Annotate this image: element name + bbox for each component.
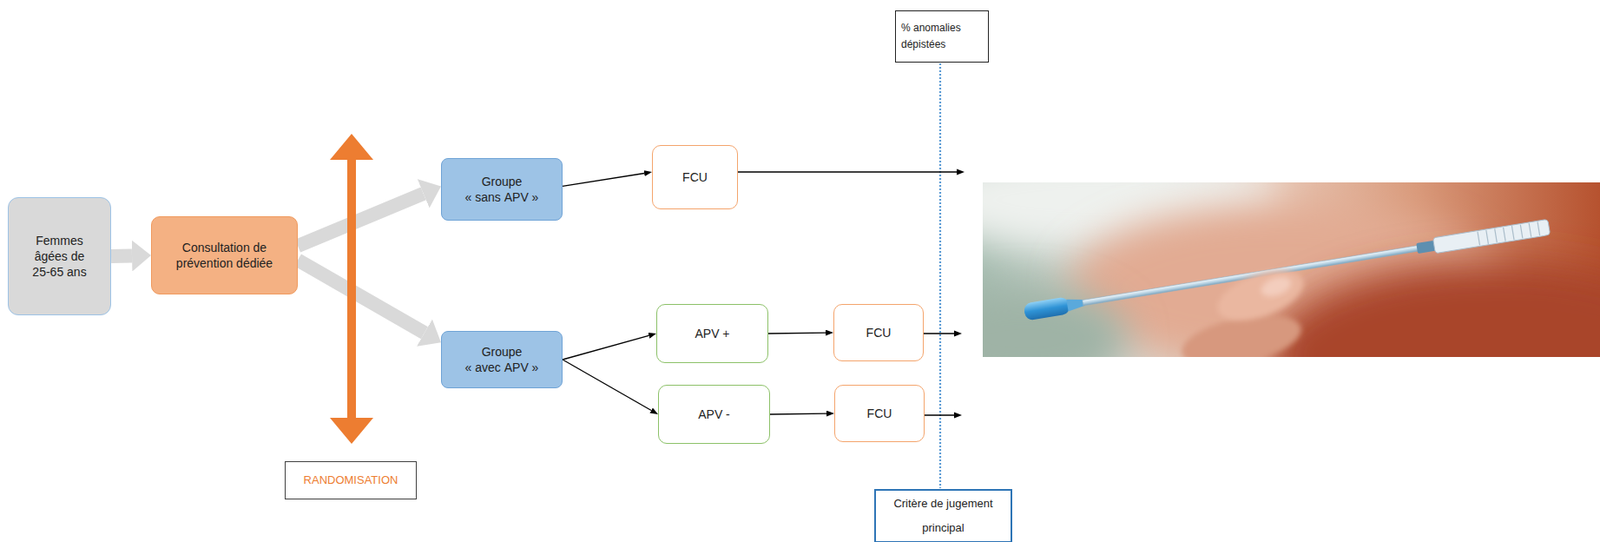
label-box: % anomalies dépistées: [895, 10, 989, 63]
label-box: Critère de jugement principal: [874, 488, 1013, 542]
follow-up-arrow: [737, 171, 958, 172]
photo: [982, 182, 1600, 357]
swab-device: [1023, 217, 1551, 321]
connector-arrow: [562, 172, 645, 186]
connector-arrow: [562, 335, 649, 360]
group-box: Groupe « sans APV »: [441, 158, 563, 221]
connector-arrow: [770, 412, 827, 415]
node-text: Critère de jugement principal: [886, 491, 1001, 540]
node-text: Femmes âgées de 25-65 ans: [28, 232, 92, 281]
arrow-head: [954, 330, 962, 337]
randomisation-double-arrow: [329, 133, 374, 444]
node-text: Groupe « sans APV »: [456, 173, 547, 205]
flow-arrow: [297, 193, 424, 246]
thumb-nail: [1258, 272, 1295, 300]
follow-up-arrow: [924, 414, 955, 415]
node-text: APV +: [694, 325, 730, 342]
connector-arrow: [768, 331, 826, 334]
connector-arrow: [562, 359, 652, 411]
node-text: RANDOMISATION: [303, 473, 399, 488]
node-text: FCU: [867, 405, 893, 422]
dotted-time-line: [939, 63, 942, 488]
node-text: Consultation de prévention dédiée: [171, 239, 279, 271]
label-box: RANDOMISATION: [284, 460, 417, 500]
test-box: FCU: [833, 303, 924, 362]
arrow-head: [956, 169, 965, 176]
node-text: FCU: [866, 324, 892, 341]
thumb: [1211, 260, 1311, 331]
flow-arrow: [297, 259, 425, 333]
population-box: Femmes âgées de 25-65 ans: [7, 197, 112, 316]
node-text: FCU: [682, 169, 708, 185]
photo-shadow: [1267, 260, 1600, 357]
follow-up-arrow: [923, 332, 955, 334]
node-text: % anomalies dépistées: [901, 19, 976, 53]
test-box: FCU: [834, 384, 925, 442]
test-box: APV -: [658, 384, 771, 444]
process-box: Consultation de prévention dédiée: [151, 216, 298, 295]
node-text: Groupe « avec APV »: [456, 343, 547, 376]
node-text: APV -: [697, 406, 731, 422]
flow-arrow: [111, 248, 132, 264]
test-box: APV +: [656, 303, 769, 363]
arrow-head: [954, 412, 962, 419]
group-box: Groupe « avec APV »: [441, 330, 563, 389]
test-box: FCU: [651, 144, 738, 210]
